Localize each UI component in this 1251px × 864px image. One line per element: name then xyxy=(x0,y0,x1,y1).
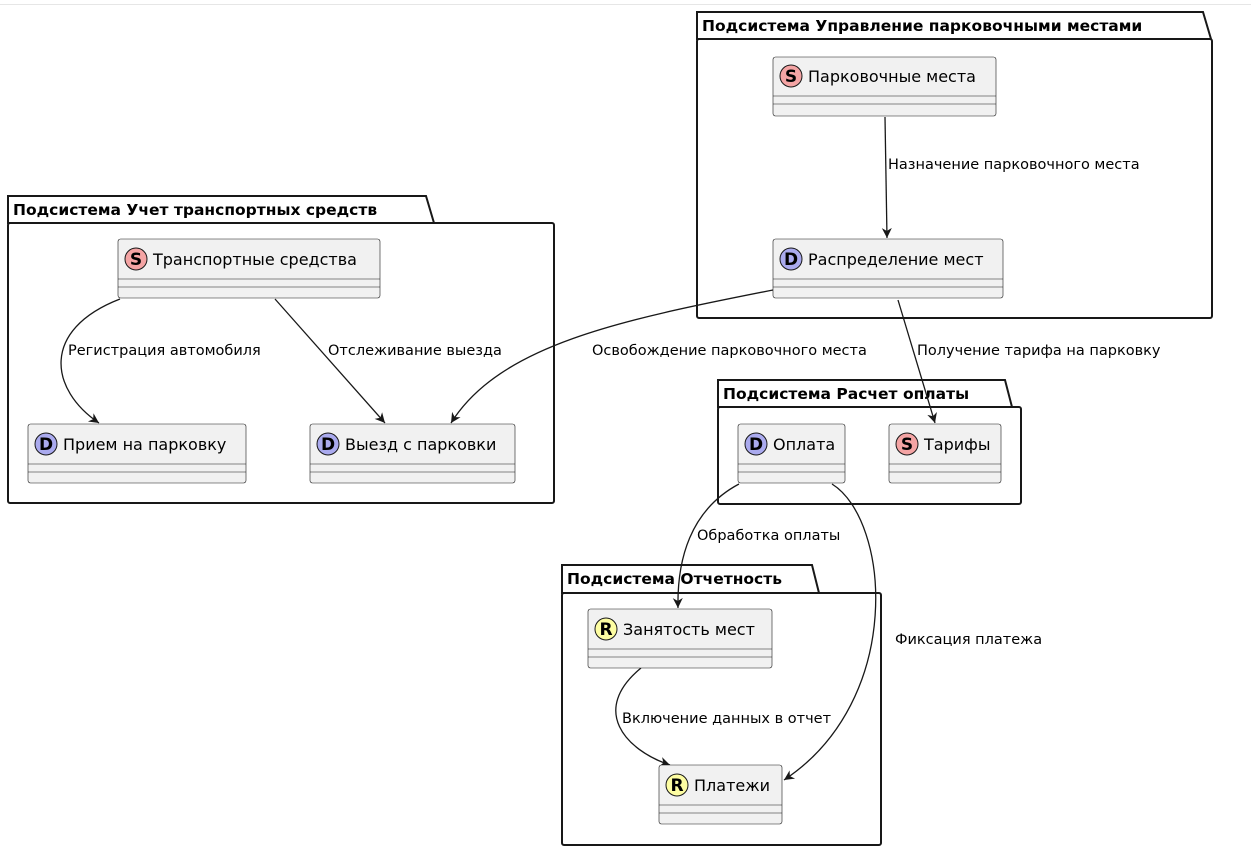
edge-label-assign-spot: Назначение парковочного места xyxy=(888,157,1140,173)
edge-label-record-payment: Фиксация платежа xyxy=(895,632,1042,648)
stereotype-domain-icon xyxy=(34,432,58,456)
class-name: Парковочные места xyxy=(808,67,976,86)
package-title: Подсистема Управление парковочными места… xyxy=(702,17,1142,35)
edge-label-get-tariff: Получение тарифа на парковку xyxy=(917,343,1161,359)
edge-record-payment xyxy=(783,483,877,781)
class-vehicles[interactable]: S Транспортные средства xyxy=(117,238,381,299)
edge-register-car xyxy=(60,298,121,424)
stereotype-domain-icon xyxy=(779,247,803,271)
edge-include-report xyxy=(615,667,671,767)
class-tariffs[interactable]: S Тарифы xyxy=(888,423,1002,484)
package-title: Подсистема Отчетность xyxy=(567,570,782,588)
edge-label-release-spot: Освобождение парковочного места xyxy=(592,343,867,359)
stereotype-spotted-icon xyxy=(895,432,919,456)
class-parking-entry[interactable]: D Прием на парковку xyxy=(27,423,247,484)
relations xyxy=(60,116,937,781)
stereotype-domain-icon xyxy=(744,432,768,456)
class-name: Оплата xyxy=(773,435,835,454)
package-title: Подсистема Учет транспортных средств xyxy=(13,201,377,219)
class-parking-spots[interactable]: S Парковочные места xyxy=(772,56,997,117)
stereotype-letter: R xyxy=(670,776,683,796)
edge-label-register-car: Регистрация автомобиля xyxy=(68,343,261,359)
edge-assign-spot xyxy=(881,116,892,239)
class-parking-exit[interactable]: D Выезд с парковки xyxy=(309,423,516,484)
stereotype-report-icon xyxy=(665,773,689,797)
edge-label-process-payment: Обработка оплаты xyxy=(697,528,840,544)
stereotype-letter: D xyxy=(784,250,798,270)
class-payment[interactable]: D Оплата xyxy=(737,423,846,484)
stereotype-report-icon xyxy=(594,617,618,641)
class-name: Транспортные средства xyxy=(152,250,357,269)
stereotype-letter: S xyxy=(785,67,797,87)
package-title: Подсистема Расчет оплаты xyxy=(723,385,969,403)
class-payments-report[interactable]: R Платежи xyxy=(658,764,783,825)
edge-track-exit xyxy=(274,298,386,424)
stereotype-spotted-icon xyxy=(124,247,148,271)
edge-process-payment xyxy=(672,483,740,609)
stereotype-spotted-icon xyxy=(779,64,803,88)
class-spot-allocation[interactable]: D Распределение мест xyxy=(772,238,1004,299)
stereotype-domain-icon xyxy=(316,432,340,456)
class-name: Занятость мест xyxy=(623,620,755,639)
class-name: Прием на парковку xyxy=(63,435,226,454)
relation-labels: Назначение парковочного места Освобожден… xyxy=(68,157,1161,727)
stereotype-letter: D xyxy=(39,435,53,455)
stereotype-letter: D xyxy=(321,435,335,455)
stereotype-letter: R xyxy=(599,620,612,640)
edge-label-include-report: Включение данных в отчет xyxy=(622,711,832,727)
class-name: Платежи xyxy=(694,776,770,795)
stereotype-letter: S xyxy=(130,250,142,270)
edge-get-tariff xyxy=(897,299,937,424)
class-name: Выезд с парковки xyxy=(345,435,496,454)
stereotype-letter: S xyxy=(901,435,913,455)
stereotype-letter: D xyxy=(749,435,763,455)
class-occupancy[interactable]: R Занятость мест xyxy=(587,608,773,669)
class-name: Распределение мест xyxy=(808,250,984,269)
edge-label-track-exit: Отслеживание выезда xyxy=(328,343,502,359)
edge-release-spot xyxy=(450,289,774,424)
class-name: Тарифы xyxy=(923,435,990,454)
